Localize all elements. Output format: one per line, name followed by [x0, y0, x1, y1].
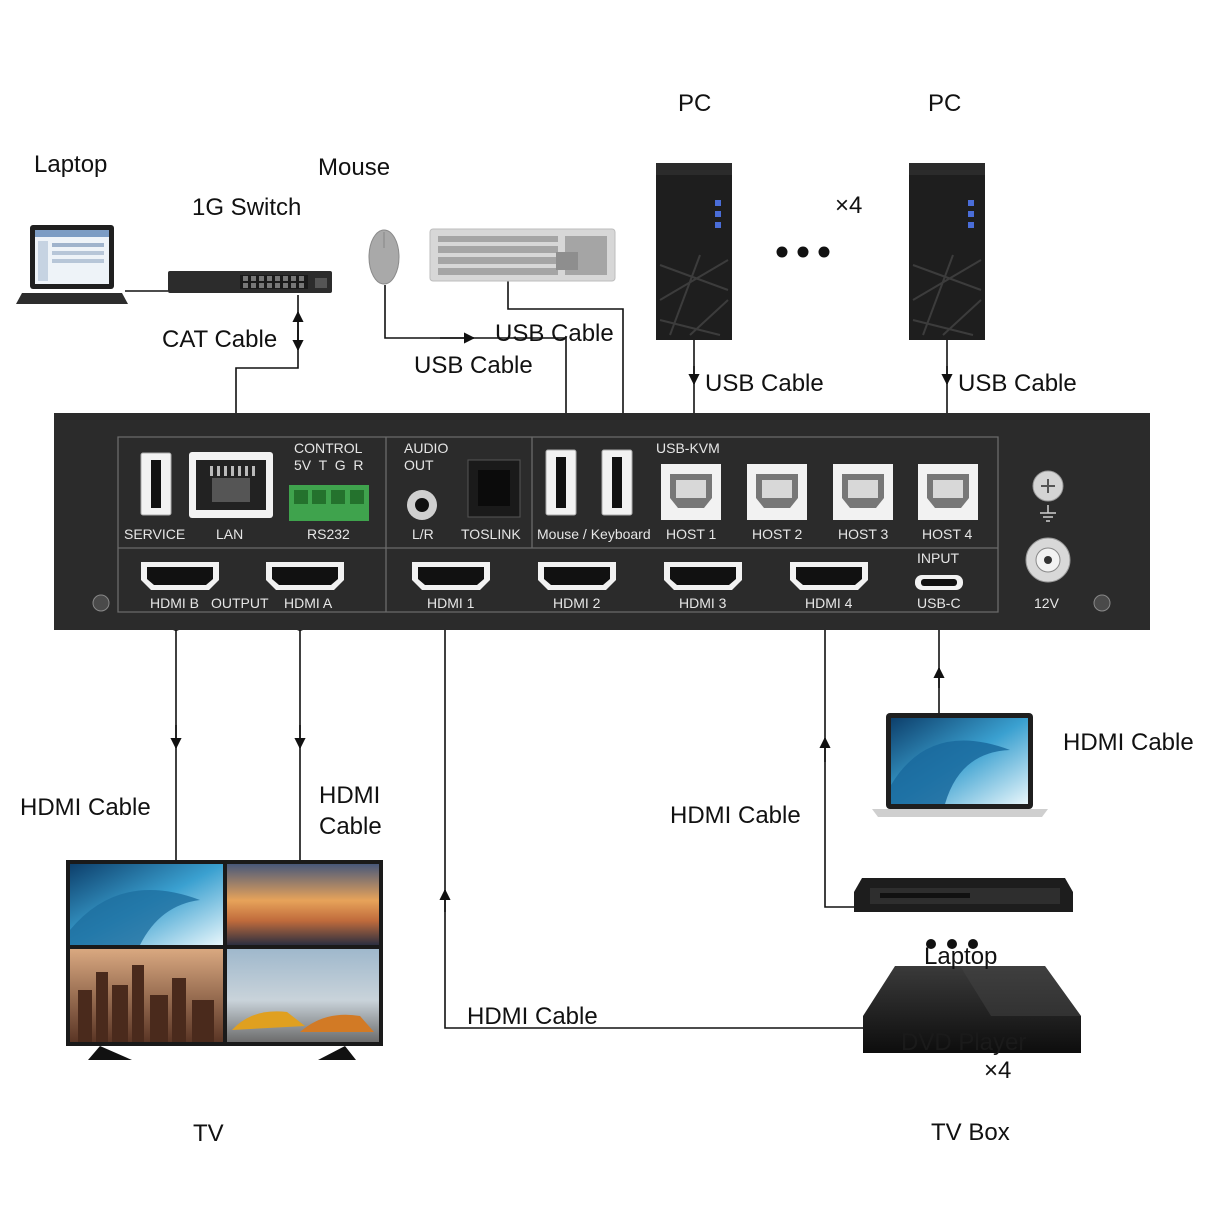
tv-video-wall-icon: [66, 860, 383, 1060]
panel-hdmi2-label: HDMI 2: [553, 595, 601, 611]
panel-output-label: OUTPUT: [211, 595, 269, 611]
connection-lines: [125, 281, 953, 1029]
laptop-bottom-label: Laptop: [924, 943, 997, 970]
switch-label: 1G Switch: [192, 194, 301, 221]
panel-out-label: OUT: [404, 457, 434, 473]
panel-usb-kvm-label: USB-KVM: [656, 440, 720, 456]
host-2-port: [747, 464, 807, 520]
panel-rs232-label: RS232: [307, 526, 350, 542]
panel-mouse-keyboard-label: Mouse / Keyboard: [537, 526, 651, 542]
hdmi-cable-hdmi1-label: HDMI Cable: [467, 1003, 598, 1030]
source-multiplier-label: ×4: [984, 1057, 1011, 1084]
usb-cable-host1-label: USB Cable: [705, 370, 824, 397]
pc-2-icon: [909, 163, 985, 340]
usb-c-port: [915, 575, 963, 590]
panel-audio-label: AUDIO: [404, 440, 448, 456]
mouse-usb-port: [545, 449, 577, 516]
keyboard-usb-line: [507, 281, 624, 428]
panel-hdmi-a-label: HDMI A: [284, 595, 333, 611]
laptop-usbc-icon: [872, 713, 1048, 817]
tv-box-icon: [863, 966, 1081, 1053]
hdmi1-tvbox-line: [444, 626, 866, 1029]
panel-toslink-label: TOSLINK: [461, 526, 521, 542]
panel-host2-label: HOST 2: [752, 526, 803, 542]
usb-cable-host4-label: USB Cable: [958, 370, 1077, 397]
panel-lr-label: L/R: [412, 526, 434, 542]
panel-host3-label: HOST 3: [838, 526, 889, 542]
panel-host4-label: HOST 4: [922, 526, 973, 542]
switch-icon: [168, 271, 332, 293]
host-4-port: [918, 464, 978, 520]
laptop-top-label: Laptop: [34, 151, 107, 178]
usb-cable-keyboard-label: USB Cable: [495, 320, 614, 347]
hdmi-4-port: [790, 562, 868, 590]
panel-lan-label: LAN: [216, 526, 243, 542]
hdmi-cable-hdmi4-label: HDMI Cable: [670, 802, 801, 829]
panel-12v-label: 12V: [1034, 595, 1060, 611]
pc-ellipsis-icon: [776, 246, 830, 258]
pc-1-icon: [656, 163, 732, 340]
panel-service-label: SERVICE: [124, 526, 185, 542]
hdmi4-dvd-line: [824, 626, 862, 908]
hdmi-3-port: [664, 562, 742, 590]
hdmi-2-port: [538, 562, 616, 590]
pc-multiplier-label: ×4: [835, 192, 862, 219]
mouse-label: Mouse: [318, 154, 390, 181]
pc-1-label: PC: [678, 90, 711, 117]
panel-screws: [92, 594, 1111, 612]
panel-hdmi1-label: HDMI 1: [427, 595, 475, 611]
panel-control-label: CONTROL: [294, 440, 363, 456]
mouse-usb-line: [384, 285, 567, 428]
hdmi-cable-tv-right-label-2: Cable: [319, 813, 382, 840]
panel-input-label: INPUT: [917, 550, 959, 566]
kvm-device-panel: SERVICE LAN CONTROL 5V T G R RS232 AUDIO…: [54, 413, 1150, 630]
panel-usbc-label: USB-C: [917, 595, 961, 611]
panel-hdmi-b-label: HDMI B: [150, 595, 199, 611]
tv-box-label: TV Box: [931, 1119, 1010, 1146]
rs232-terminal: [289, 485, 369, 521]
keyboard-usb-port: [601, 449, 633, 516]
power-12v-port: [1025, 537, 1071, 583]
tv-label: TV: [193, 1120, 224, 1147]
toslink-port: [467, 459, 521, 518]
hdmi-cable-tv-right-label-1: HDMI: [319, 782, 380, 809]
hdmi-b-port: [141, 562, 219, 590]
laptop-top-icon: [16, 225, 128, 304]
hdmi-cable-usbc-label: HDMI Cable: [1063, 729, 1194, 756]
host-1-port: [661, 464, 721, 520]
panel-hdmi3-label: HDMI 3: [679, 595, 727, 611]
dvd-player-label: DVD Player: [901, 1029, 1026, 1056]
hdmi-a-port: [266, 562, 344, 590]
lan-port: [189, 452, 273, 518]
hdmi-cable-tv-left-label: HDMI Cable: [20, 794, 151, 821]
audio-jack: [407, 490, 437, 520]
cat-cable-label: CAT Cable: [162, 326, 277, 353]
service-usb-port: [140, 452, 172, 516]
ground-terminal: [1032, 470, 1064, 522]
keyboard-icon: [429, 228, 616, 282]
panel-hdmi4-label: HDMI 4: [805, 595, 853, 611]
pc-2-label: PC: [928, 90, 961, 117]
host-3-port: [833, 464, 893, 520]
panel-control-pins-label: 5V T G R: [294, 457, 364, 473]
dvd-player-icon: [854, 878, 1073, 912]
source-ellipsis-icon: [926, 939, 978, 949]
panel-host1-label: HOST 1: [666, 526, 717, 542]
hdmi-1-port: [412, 562, 490, 590]
mouse-icon: [368, 229, 400, 285]
usb-cable-mouse-label: USB Cable: [414, 352, 533, 379]
